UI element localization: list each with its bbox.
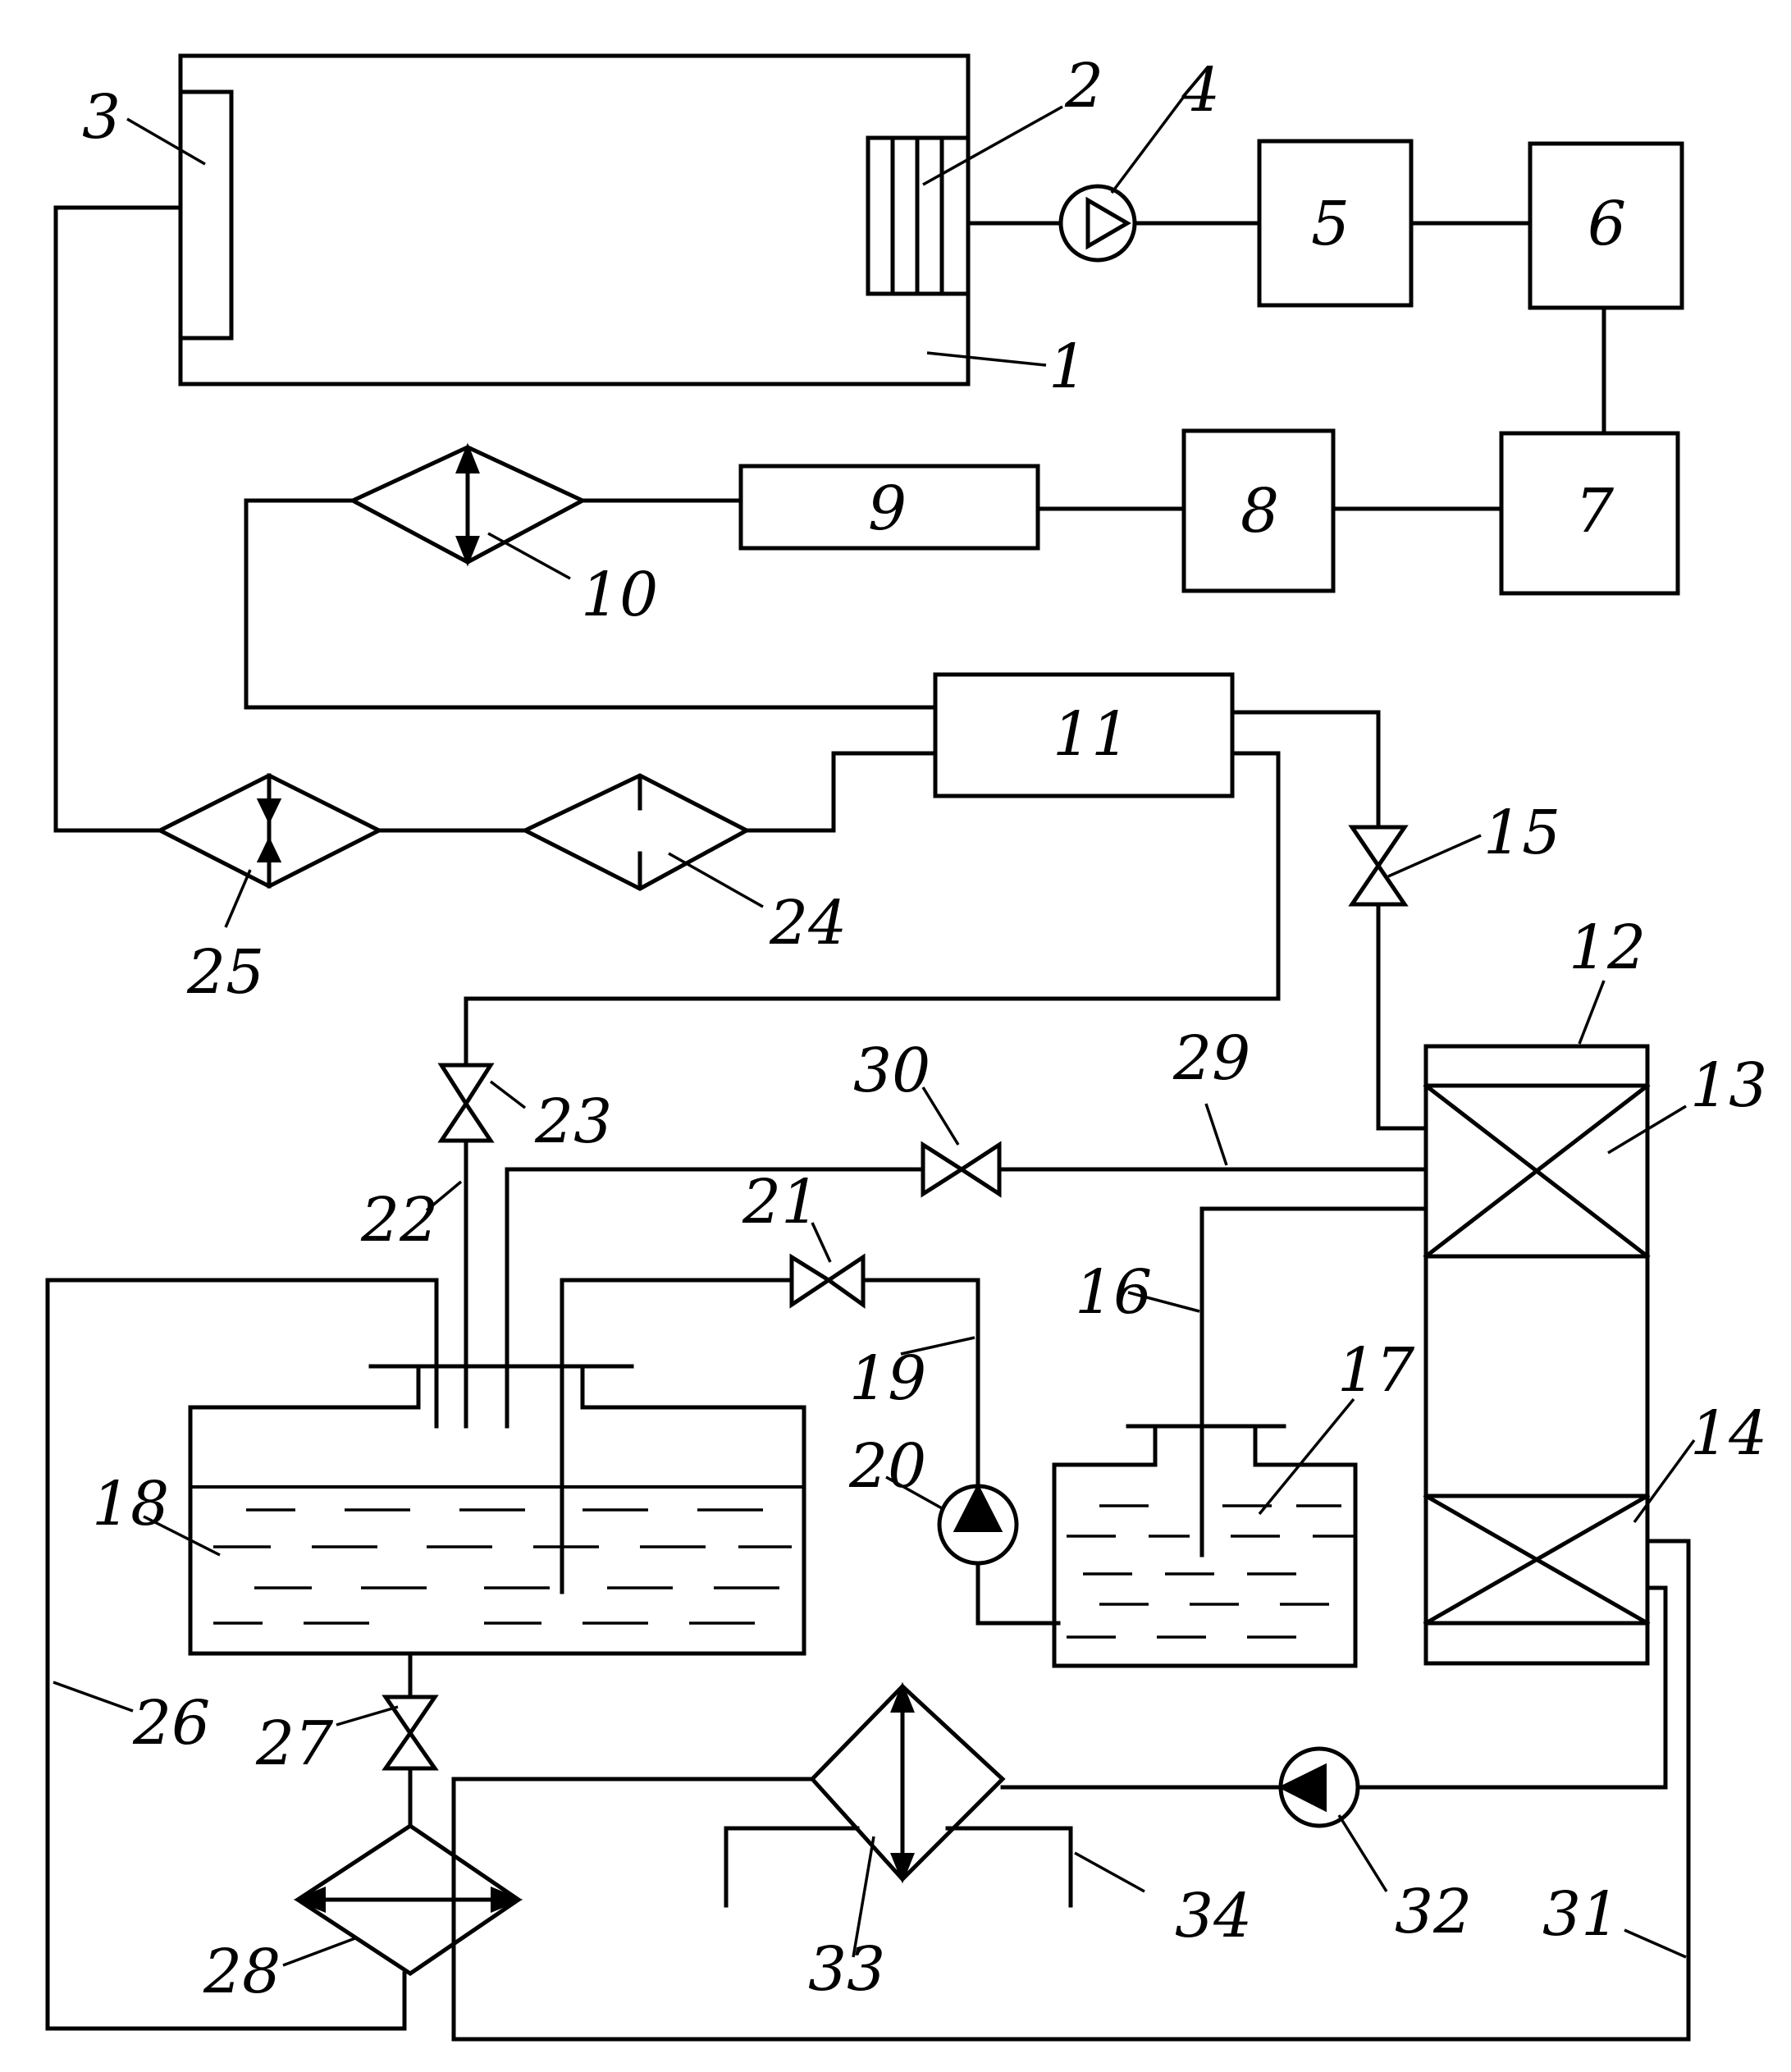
label-31: 31 <box>1542 1879 1620 1950</box>
label-22: 22 <box>360 1185 438 1256</box>
heat-exchanger-10 <box>353 447 583 562</box>
element-3 <box>180 92 231 338</box>
label-3: 3 <box>82 82 121 153</box>
label-34: 34 <box>1175 1881 1252 1951</box>
label-9: 9 <box>868 473 907 544</box>
label-4: 4 <box>1181 55 1220 126</box>
label-26: 26 <box>132 1688 210 1759</box>
label-21: 21 <box>742 1167 820 1237</box>
label-27: 27 <box>255 1708 333 1779</box>
heat-exchanger-33 <box>812 1686 1003 1879</box>
vessel-17 <box>1054 1426 1355 1666</box>
pump-4 <box>1061 186 1135 260</box>
label-25: 25 <box>186 937 264 1008</box>
label-19: 19 <box>849 1343 926 1414</box>
leader-lines <box>53 94 1694 1965</box>
chamber-1 <box>180 56 968 384</box>
label-16: 16 <box>1075 1257 1152 1328</box>
valve-23 <box>441 1065 491 1141</box>
heat-exchanger-25 <box>160 775 379 886</box>
valve-21 <box>792 1257 863 1305</box>
label-18: 18 <box>92 1469 169 1539</box>
heat-exchanger-24 <box>525 775 747 889</box>
label-11: 11 <box>1053 699 1130 770</box>
element-2-grid <box>868 138 968 294</box>
liquid-dashes-17 <box>1067 1506 1354 1637</box>
label-6: 6 <box>1588 189 1626 259</box>
label-17: 17 <box>1337 1335 1414 1406</box>
valve-30 <box>923 1145 999 1194</box>
liquid-dashes-18 <box>213 1510 792 1623</box>
label-15: 15 <box>1483 798 1560 868</box>
label-5: 5 <box>1311 189 1350 259</box>
pump-32 <box>1281 1749 1358 1826</box>
label-30: 30 <box>853 1036 930 1106</box>
label-1: 1 <box>1049 332 1087 402</box>
packing-14 <box>1426 1496 1647 1623</box>
label-12: 12 <box>1569 913 1646 983</box>
label-23: 23 <box>534 1086 612 1157</box>
label-14: 14 <box>1690 1398 1767 1469</box>
column-12 <box>1426 1046 1647 1663</box>
label-7: 7 <box>1575 476 1614 547</box>
label-10: 10 <box>581 560 658 630</box>
label-33: 33 <box>808 1934 885 2005</box>
label-8: 8 <box>1240 476 1279 547</box>
packing-13 <box>1426 1086 1647 1256</box>
heat-exchanger-28 <box>298 1826 519 1974</box>
labels: 1 2 3 4 5 6 7 8 9 10 11 12 13 14 15 16 1… <box>82 51 1767 2007</box>
label-29: 29 <box>1172 1023 1250 1094</box>
pump-20 <box>939 1486 1017 1563</box>
label-24: 24 <box>769 888 847 958</box>
label-13: 13 <box>1690 1050 1767 1121</box>
label-20: 20 <box>848 1431 926 1502</box>
label-32: 32 <box>1395 1877 1472 1947</box>
label-28: 28 <box>203 1937 281 2007</box>
valve-15 <box>1352 827 1405 904</box>
label-2: 2 <box>1064 51 1103 121</box>
